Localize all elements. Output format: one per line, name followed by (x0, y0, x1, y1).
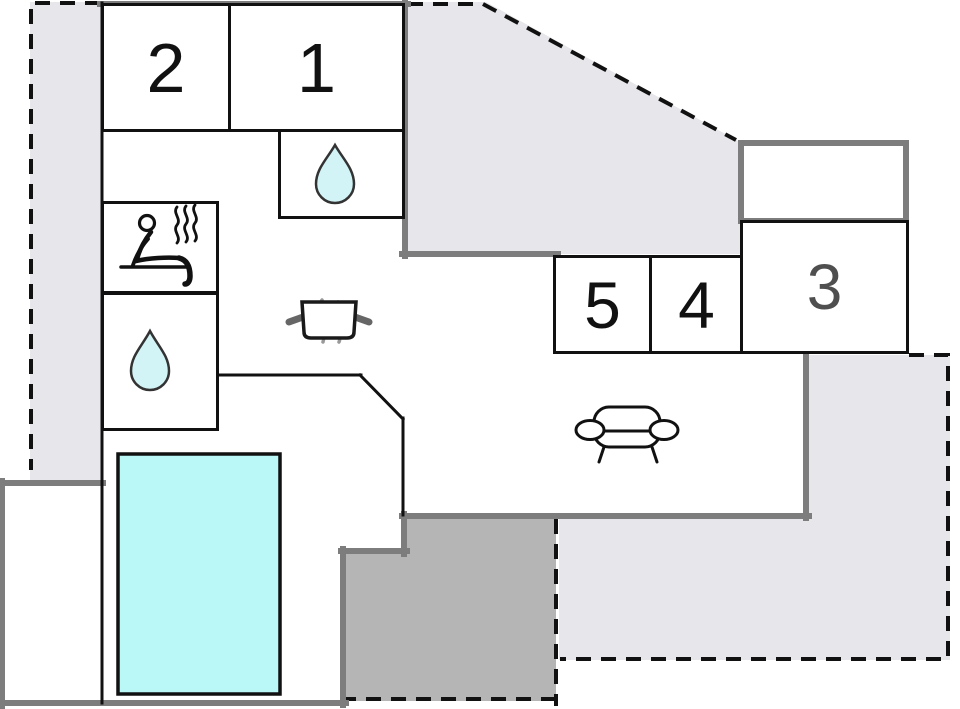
terrace-upper (405, 2, 740, 254)
room-4-label: 4 (678, 267, 715, 342)
room-3-annex (738, 140, 909, 224)
swimming-pool (116, 452, 282, 696)
room-2: 2 (101, 3, 231, 132)
patio-rear (343, 517, 556, 701)
steam-line (334, 300, 342, 344)
sofa-icon (574, 405, 680, 464)
room-3-label: 3 (806, 251, 843, 323)
boundary-right-terrace (560, 353, 950, 661)
bathroom-lower (101, 292, 219, 431)
steam-line (318, 298, 326, 344)
room-1-label: 1 (297, 28, 336, 107)
room-5: 5 (553, 255, 652, 354)
sauna-room (101, 201, 219, 294)
terrace-right (559, 355, 950, 660)
cooking-pot-icon (285, 298, 373, 344)
room-4: 4 (649, 255, 744, 354)
room-2-label: 2 (146, 28, 186, 107)
room-5-label: 5 (584, 267, 621, 342)
room-3: 3 (740, 220, 909, 354)
boundary-upper-diagonal (408, 2, 737, 142)
garden-strip-left (30, 2, 102, 483)
bathroom-upper (278, 129, 405, 219)
room-1: 1 (228, 3, 405, 132)
boundary-left (29, 1, 100, 470)
